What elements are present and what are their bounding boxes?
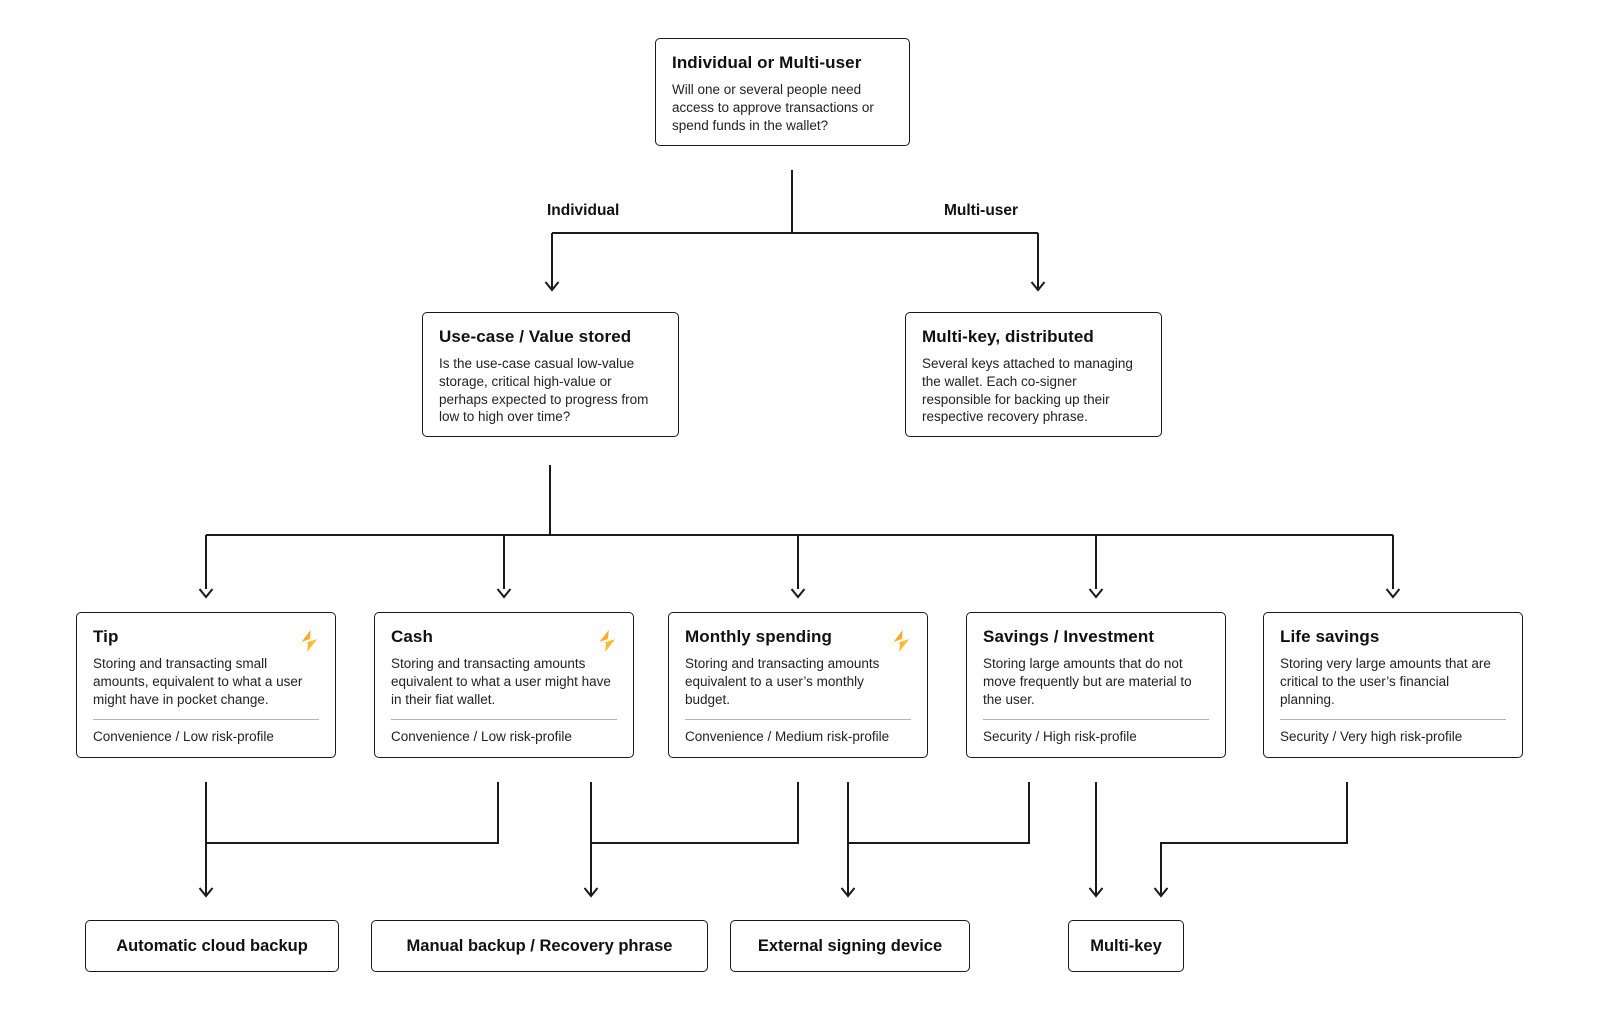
- node-cash: Cash Storing and transacting amounts equ…: [374, 612, 634, 758]
- arrowhead-cloud-backup: [198, 887, 214, 898]
- arrowhead-monthly: [790, 588, 806, 599]
- risk-profile-label: Security / High risk-profile: [983, 719, 1209, 744]
- lightning-icon: [596, 630, 618, 652]
- node-savings-investment: Savings / Investment Storing large amoun…: [966, 612, 1226, 758]
- node-body: Will one or several people need access t…: [672, 82, 874, 133]
- connector-manual-backup: [590, 782, 799, 896]
- node-use-case-value: Use-case / Value stored Is the use-case …: [422, 312, 679, 437]
- node-body: Storing and transacting amounts equivale…: [391, 656, 611, 707]
- node-multi-key-distributed: Multi-key, distributed Several keys atta…: [905, 312, 1162, 437]
- node-monthly-spending: Monthly spending Storing and transacting…: [668, 612, 928, 758]
- node-body: Storing and transacting small amounts, e…: [93, 656, 303, 707]
- node-title: Savings / Investment: [983, 627, 1155, 646]
- arrowhead-life-savings: [1385, 588, 1401, 599]
- node-title: Individual or Multi-user: [672, 53, 862, 72]
- risk-profile-label: Security / Very high risk-profile: [1280, 719, 1506, 744]
- node-title: Multi-key, distributed: [922, 327, 1094, 346]
- node-body: Storing large amounts that do not move f…: [983, 656, 1192, 707]
- connector-branch-bus: [551, 232, 1039, 288]
- connector-multikey-right: [1160, 782, 1348, 896]
- node-external-signing-device: External signing device: [730, 920, 970, 972]
- lightning-icon: [890, 630, 912, 652]
- connector-signing-device: [847, 782, 1030, 896]
- node-title: Monthly spending: [685, 627, 833, 646]
- lightning-icon: [298, 630, 320, 652]
- node-manual-backup-recovery-phrase: Manual backup / Recovery phrase: [371, 920, 708, 972]
- node-body: Storing and transacting amounts equivale…: [685, 656, 880, 707]
- arrowhead-individual: [544, 281, 560, 292]
- node-title: Cash: [391, 627, 433, 646]
- arrowhead-multikey-right: [1153, 887, 1169, 898]
- arrowhead-multi-user: [1030, 281, 1046, 292]
- node-title: Use-case / Value stored: [439, 327, 632, 346]
- node-title: Life savings: [1280, 627, 1380, 646]
- arrowhead-multikey-left: [1088, 887, 1104, 898]
- node-title: Tip: [93, 627, 119, 646]
- node-body: Several keys attached to managing the wa…: [922, 356, 1133, 425]
- arrowhead-cash: [496, 588, 512, 599]
- arrowhead-manual-backup: [583, 887, 599, 898]
- arrowhead-signing-device: [840, 887, 856, 898]
- arrowhead-savings: [1088, 588, 1104, 599]
- connector-usecase-bus: [205, 534, 1394, 589]
- branch-label-individual: Individual: [547, 202, 620, 219]
- connector-cloud-backup: [205, 782, 499, 896]
- node-tip: Tip Storing and transacting small amount…: [76, 612, 336, 758]
- node-root-decision: Individual or Multi-user Will one or sev…: [655, 38, 910, 146]
- risk-profile-label: Convenience / Low risk-profile: [93, 719, 319, 744]
- arrowhead-tip: [198, 588, 214, 599]
- node-body: Storing very large amounts that are crit…: [1280, 656, 1491, 707]
- risk-profile-label: Convenience / Low risk-profile: [391, 719, 617, 744]
- node-multi-key: Multi-key: [1068, 920, 1184, 972]
- node-life-savings: Life savings Storing very large amounts …: [1263, 612, 1523, 758]
- branch-label-multi-user: Multi-user: [944, 202, 1019, 219]
- node-body: Is the use-case casual low-value storage…: [439, 356, 649, 425]
- node-automatic-cloud-backup: Automatic cloud backup: [85, 920, 339, 972]
- risk-profile-label: Convenience / Medium risk-profile: [685, 719, 911, 744]
